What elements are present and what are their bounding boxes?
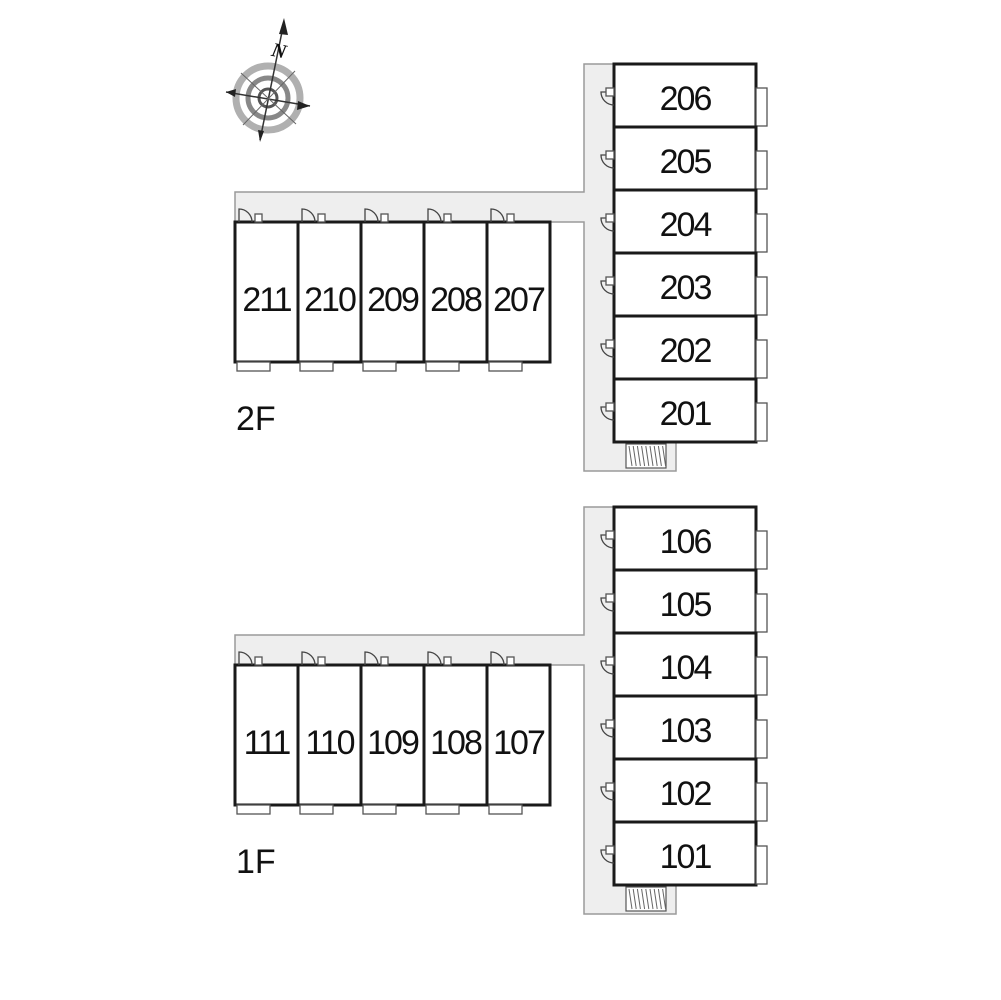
- unit-label: 101: [660, 838, 712, 876]
- unit-203[interactable]: 203: [600, 251, 768, 318]
- floor-1F: 111 110 109 108 107 106 105 104 103 102 101 1F: [233, 505, 768, 915]
- floor-label: 2F: [236, 400, 276, 438]
- balcony: [425, 804, 460, 815]
- door-icon: [490, 208, 515, 223]
- door-icon: [600, 845, 615, 864]
- balcony: [425, 361, 460, 372]
- unit-206[interactable]: 206: [600, 62, 768, 129]
- door-icon: [600, 213, 615, 232]
- unit-label: 110: [305, 724, 354, 762]
- door-icon: [600, 150, 615, 169]
- unit-210[interactable]: 210: [296, 208, 363, 372]
- door-icon: [238, 651, 263, 666]
- floor-label: 1F: [236, 843, 276, 881]
- unit-label: 103: [660, 712, 712, 750]
- balcony: [755, 782, 768, 822]
- unit-108[interactable]: 108: [422, 651, 489, 815]
- unit-205[interactable]: 205: [600, 125, 768, 192]
- unit-label: 202: [660, 332, 712, 370]
- balcony: [755, 593, 768, 633]
- door-icon: [600, 719, 615, 738]
- unit-label: 205: [660, 143, 712, 181]
- door-icon: [600, 276, 615, 295]
- door-icon: [238, 208, 263, 223]
- balcony: [755, 656, 768, 696]
- unit-label: 210: [304, 281, 356, 319]
- door-icon: [490, 651, 515, 666]
- balcony: [488, 804, 523, 815]
- unit-label: 211: [242, 281, 291, 319]
- unit-207[interactable]: 207: [485, 208, 552, 372]
- balcony: [299, 361, 334, 372]
- unit-label: 207: [493, 281, 545, 319]
- unit-label: 107: [493, 724, 545, 762]
- door-icon: [600, 87, 615, 106]
- unit-label: 109: [367, 724, 419, 762]
- unit-208[interactable]: 208: [422, 208, 489, 372]
- balcony: [755, 150, 768, 190]
- unit-204[interactable]: 204: [600, 188, 768, 255]
- stairs-icon: [625, 443, 667, 469]
- door-icon: [600, 530, 615, 549]
- unit-209[interactable]: 209: [359, 208, 426, 372]
- balcony: [755, 402, 768, 442]
- unit-211[interactable]: 211: [233, 208, 300, 372]
- unit-label: 102: [660, 775, 712, 813]
- door-icon: [600, 782, 615, 801]
- unit-102[interactable]: 102: [600, 757, 768, 824]
- unit-201[interactable]: 201: [600, 377, 768, 444]
- balcony: [755, 87, 768, 127]
- unit-104[interactable]: 104: [600, 631, 768, 698]
- unit-label: 111: [244, 724, 291, 762]
- balcony: [299, 804, 334, 815]
- unit-label: 105: [660, 586, 712, 624]
- stairs-icon: [625, 886, 667, 912]
- unit-label: 203: [660, 269, 712, 307]
- unit-label: 204: [660, 206, 712, 244]
- unit-101[interactable]: 101: [600, 820, 768, 887]
- door-icon: [600, 402, 615, 421]
- balcony: [755, 213, 768, 253]
- unit-label: 208: [430, 281, 482, 319]
- unit-106[interactable]: 106: [600, 505, 768, 572]
- unit-label: 201: [660, 395, 712, 433]
- door-icon: [600, 656, 615, 675]
- door-icon: [301, 208, 326, 223]
- unit-111[interactable]: 111: [233, 651, 300, 815]
- unit-202[interactable]: 202: [600, 314, 768, 381]
- door-icon: [427, 651, 452, 666]
- balcony: [755, 530, 768, 570]
- door-icon: [364, 651, 389, 666]
- balcony: [236, 804, 271, 815]
- door-icon: [427, 208, 452, 223]
- compass-icon: N: [225, 18, 311, 142]
- balcony: [755, 276, 768, 316]
- unit-label: 106: [660, 523, 712, 561]
- door-icon: [600, 593, 615, 612]
- unit-103[interactable]: 103: [600, 694, 768, 761]
- floor-2F: 211 210 209 208 207 206 205 204 203 202 201 2F: [233, 62, 768, 472]
- unit-label: 104: [660, 649, 712, 687]
- unit-label: 209: [367, 281, 419, 319]
- door-icon: [301, 651, 326, 666]
- balcony: [236, 361, 271, 372]
- balcony: [362, 804, 397, 815]
- compass-north-label: N: [269, 39, 290, 64]
- door-icon: [364, 208, 389, 223]
- unit-109[interactable]: 109: [359, 651, 426, 815]
- door-icon: [600, 339, 615, 358]
- unit-label: 206: [660, 80, 712, 118]
- balcony: [755, 339, 768, 379]
- balcony: [755, 845, 768, 885]
- unit-107[interactable]: 107: [485, 651, 552, 815]
- balcony: [755, 719, 768, 759]
- unit-110[interactable]: 110: [296, 651, 363, 815]
- unit-105[interactable]: 105: [600, 568, 768, 635]
- unit-label: 108: [430, 724, 482, 762]
- balcony: [362, 361, 397, 372]
- balcony: [488, 361, 523, 372]
